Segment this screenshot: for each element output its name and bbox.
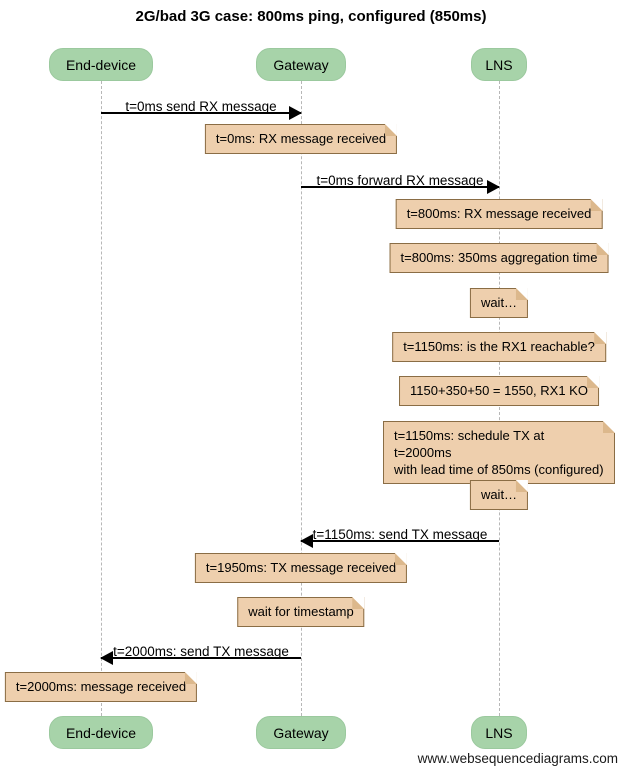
actor-lns-top: LNS xyxy=(471,48,527,81)
note-message-received: t=2000ms: message received xyxy=(4,672,198,702)
arrowhead-right-icon xyxy=(487,180,500,194)
actor-label: LNS xyxy=(485,725,513,741)
actor-gateway-bottom: Gateway xyxy=(256,716,346,749)
note-wait-1: wait… xyxy=(469,288,529,318)
note-rx1-ko: 1150+350+50 = 1550, RX1 KO xyxy=(399,376,599,406)
arrow-line xyxy=(101,657,301,659)
arrowhead-left-icon xyxy=(300,534,313,548)
message-forward-rx: t=0ms forward RX message xyxy=(301,168,500,194)
message-send-tx-lns: t=1150ms: send TX message xyxy=(300,522,499,548)
actor-end-device-top: End-device xyxy=(49,48,153,81)
arrowhead-right-icon xyxy=(289,106,302,120)
lifeline-end-device xyxy=(101,81,102,716)
actor-label: End-device xyxy=(65,725,137,741)
arrowhead-left-icon xyxy=(100,651,113,665)
actor-lns-bottom: LNS xyxy=(471,716,527,749)
message-label: t=2000ms: send TX message xyxy=(113,644,289,659)
actor-label: Gateway xyxy=(273,725,329,741)
note-wait-2: wait… xyxy=(469,480,529,510)
message-label: t=1150ms: send TX message xyxy=(312,527,488,542)
note-wait-timestamp: wait for timestamp xyxy=(237,597,366,627)
actor-label: End-device xyxy=(65,57,137,73)
arrow-line xyxy=(301,540,499,542)
note-rx-received-gateway: t=0ms: RX message received xyxy=(204,124,398,154)
actor-label: LNS xyxy=(485,57,513,73)
diagram-title: 2G/bad 3G case: 800ms ping, configured (… xyxy=(135,8,487,25)
message-label: t=0ms send RX message xyxy=(125,99,277,114)
message-send-rx: t=0ms send RX message xyxy=(101,94,302,120)
note-tx-received-gateway: t=1950ms: TX message received xyxy=(194,553,408,583)
lifeline-gateway xyxy=(301,81,302,716)
actor-end-device-bottom: End-device xyxy=(49,716,153,749)
note-schedule-tx: t=1150ms: schedule TX at t=2000ms with l… xyxy=(383,421,615,484)
arrow-line xyxy=(301,186,499,188)
note-rx1-reachable: t=1150ms: is the RX1 reachable? xyxy=(392,332,606,362)
arrow-line xyxy=(101,112,301,114)
actor-label: Gateway xyxy=(273,57,329,73)
watermark: www.websequencediagrams.com xyxy=(417,751,618,766)
note-rx-received-lns: t=800ms: RX message received xyxy=(395,199,603,229)
actor-gateway-top: Gateway xyxy=(256,48,346,81)
note-aggregation-time: t=800ms: 350ms aggregation time xyxy=(389,243,609,273)
message-send-tx-gateway: t=2000ms: send TX message xyxy=(100,639,301,665)
message-label: t=0ms forward RX message xyxy=(316,173,484,188)
